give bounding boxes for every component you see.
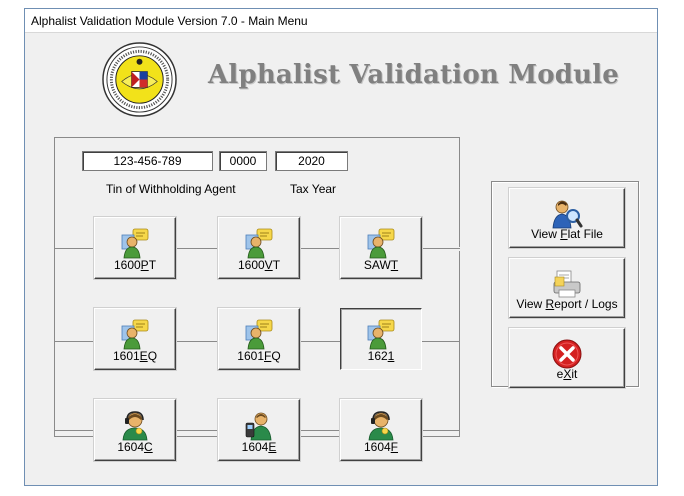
form-button-label: SAWT <box>363 258 399 272</box>
exit-label: eXit <box>556 367 578 381</box>
exit-button[interactable]: eXit <box>509 328 625 388</box>
main-window: Alphalist Validation Module Version 7.0 … <box>24 8 658 486</box>
window-title: Alphalist Validation Module Version 7.0 … <box>31 14 308 28</box>
view-report-logs-label: View Report / Logs <box>516 297 618 311</box>
branch-code-field[interactable]: 0000 <box>219 151 267 171</box>
frame-right-upper <box>459 137 460 247</box>
tin-caption: Tin of Withholding Agent <box>106 182 236 196</box>
form-button-label: 1600VT <box>237 258 281 272</box>
form-button-1604e[interactable]: 1604E <box>218 399 300 461</box>
app-title: Alphalist Validation Module <box>208 60 620 90</box>
form-button-1621[interactable]: 1621 <box>340 308 422 370</box>
user-note-icon <box>367 319 395 350</box>
user-note-icon <box>245 228 273 259</box>
form-button-label: 1601FQ <box>237 349 281 363</box>
user-headset-icon <box>368 411 394 441</box>
form-button-label: 1604E <box>241 440 277 454</box>
form-button-1600pt[interactable]: 1600PT <box>94 217 176 279</box>
user-note-icon <box>245 319 273 350</box>
printer-icon <box>553 270 581 298</box>
bir-seal-icon <box>102 42 177 117</box>
form-button-label: 1621 <box>367 349 395 363</box>
form-button-1600vt[interactable]: 1600VT <box>218 217 300 279</box>
view-flat-file-button[interactable]: View Flat File <box>509 188 625 248</box>
form-button-label: 1601EQ <box>112 349 158 363</box>
user-note-icon <box>121 319 149 350</box>
form-button-label: 1600PT <box>113 258 157 272</box>
form-button-1601eq[interactable]: 1601EQ <box>94 308 176 370</box>
view-flat-file-label: View Flat File <box>531 227 603 241</box>
frame-right-lower <box>459 251 460 437</box>
user-headset-icon <box>122 411 148 441</box>
frame-left <box>54 137 55 436</box>
user-phone-icon <box>245 412 272 441</box>
title-bar[interactable]: Alphalist Validation Module Version 7.0 … <box>25 9 657 33</box>
tax-year-field[interactable]: 2020 <box>275 151 348 171</box>
exit-icon <box>552 339 582 369</box>
form-button-label: 1604F <box>363 440 399 454</box>
form-button-1604c[interactable]: 1604C <box>94 399 176 461</box>
frame-top <box>54 137 460 138</box>
view-report-logs-button[interactable]: View Report / Logs <box>509 258 625 318</box>
form-button-1601fq[interactable]: 1601FQ <box>218 308 300 370</box>
user-note-icon <box>121 228 149 259</box>
form-button-sawt[interactable]: SAWT <box>340 217 422 279</box>
user-note-icon <box>367 228 395 259</box>
form-button-label: 1604C <box>117 440 153 454</box>
tin-field[interactable]: 123-456-789 <box>82 151 213 171</box>
tax-year-caption: Tax Year <box>290 182 337 196</box>
form-button-1604f[interactable]: 1604F <box>340 399 422 461</box>
user-search-icon <box>552 200 583 229</box>
client-area: Alphalist Validation Module 123-456-789 … <box>25 33 657 485</box>
